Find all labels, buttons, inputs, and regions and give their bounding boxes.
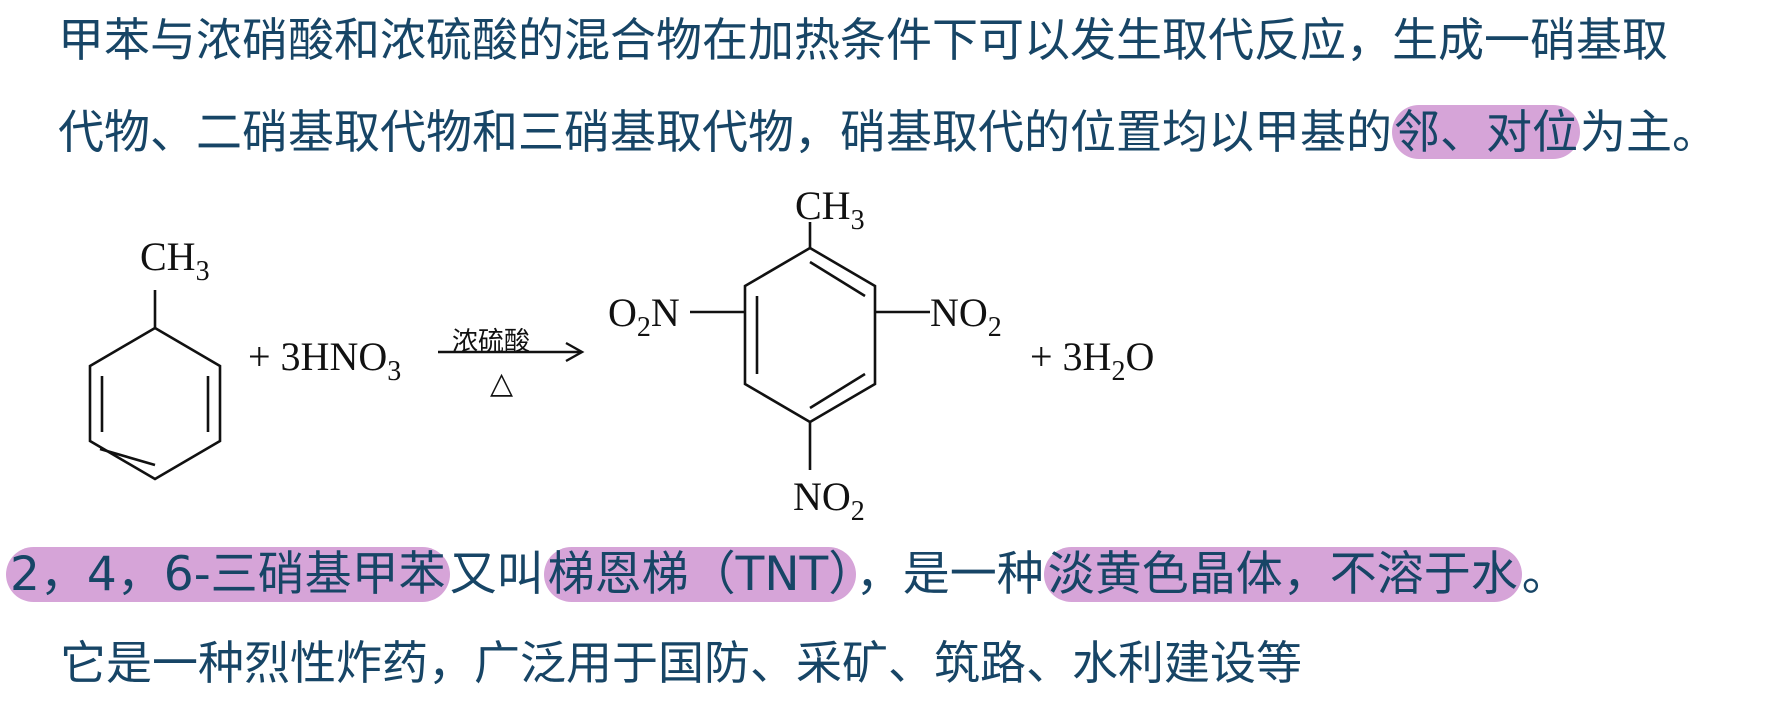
tnt-inner-bond-2 bbox=[809, 260, 866, 298]
toluene-methyl-label: CH3 bbox=[140, 234, 210, 287]
water-byproduct: + 3H2O bbox=[1030, 334, 1154, 387]
tnt-usage-text: 它是一种烈性炸药，广泛用于国防、采矿、筑路、水利建设等 bbox=[60, 636, 1302, 690]
nitric-acid-reagent: + 3HNO3 bbox=[248, 334, 401, 387]
paragraph-tnt-description: 2，4，6-三硝基甲苯又叫梯恩梯（TNT），是一种淡黄色晶体，不溶于水。 bbox=[6, 545, 1569, 605]
tnt-text-period: 。 bbox=[1521, 547, 1569, 602]
intro-text-line-1: 甲苯与浓硝酸和浓硫酸的混合物在加热条件下可以发生取代反应，生成一硝基取 bbox=[58, 13, 1668, 67]
paragraph-tnt-usage: 它是一种烈性炸药，广泛用于国防、采矿、筑路、水利建设等 bbox=[60, 633, 1302, 693]
toluene-inner-bond-3 bbox=[99, 447, 156, 467]
highlight-compound-name: 2，4，6-三硝基甲苯 bbox=[6, 547, 450, 602]
toluene-structure bbox=[88, 290, 222, 481]
highlight-tnt-name: 梯恩梯（TNT） bbox=[543, 547, 856, 602]
tnt-inner-bond-3 bbox=[809, 372, 866, 410]
tnt-right-nitro-label: NO2 bbox=[930, 290, 1002, 343]
tnt-text-is-a: ，是一种 bbox=[855, 547, 1044, 602]
tnt-left-nitro-label: O2N bbox=[608, 290, 680, 343]
tnt-structure bbox=[690, 222, 930, 470]
tnt-bottom-nitro-label: NO2 bbox=[793, 474, 865, 527]
condition-heat: △ bbox=[490, 367, 513, 400]
intro-text-line-2: 代物、二硝基取代物和三硝基取代物，硝基取代的位置均以甲基的 bbox=[58, 105, 1392, 159]
tnt-ring bbox=[743, 246, 877, 424]
highlight-ortho-para: 邻、对位 bbox=[1392, 105, 1580, 159]
highlight-properties: 淡黄色晶体，不溶于水 bbox=[1043, 547, 1522, 602]
paragraph-line-1: 甲苯与浓硝酸和浓硫酸的混合物在加热条件下可以发生取代反应，生成一硝基取 bbox=[58, 10, 1668, 70]
toluene-ring bbox=[88, 326, 222, 481]
tnt-methyl-label: CH3 bbox=[795, 183, 865, 236]
intro-text-line-2-end: 为主。 bbox=[1580, 105, 1718, 159]
reaction-arrow bbox=[438, 341, 585, 363]
paragraph-line-2: 代物、二硝基取代物和三硝基取代物，硝基取代的位置均以甲基的邻、对位为主。 bbox=[58, 102, 1718, 162]
tnt-text-also-called: 又叫 bbox=[449, 547, 544, 602]
